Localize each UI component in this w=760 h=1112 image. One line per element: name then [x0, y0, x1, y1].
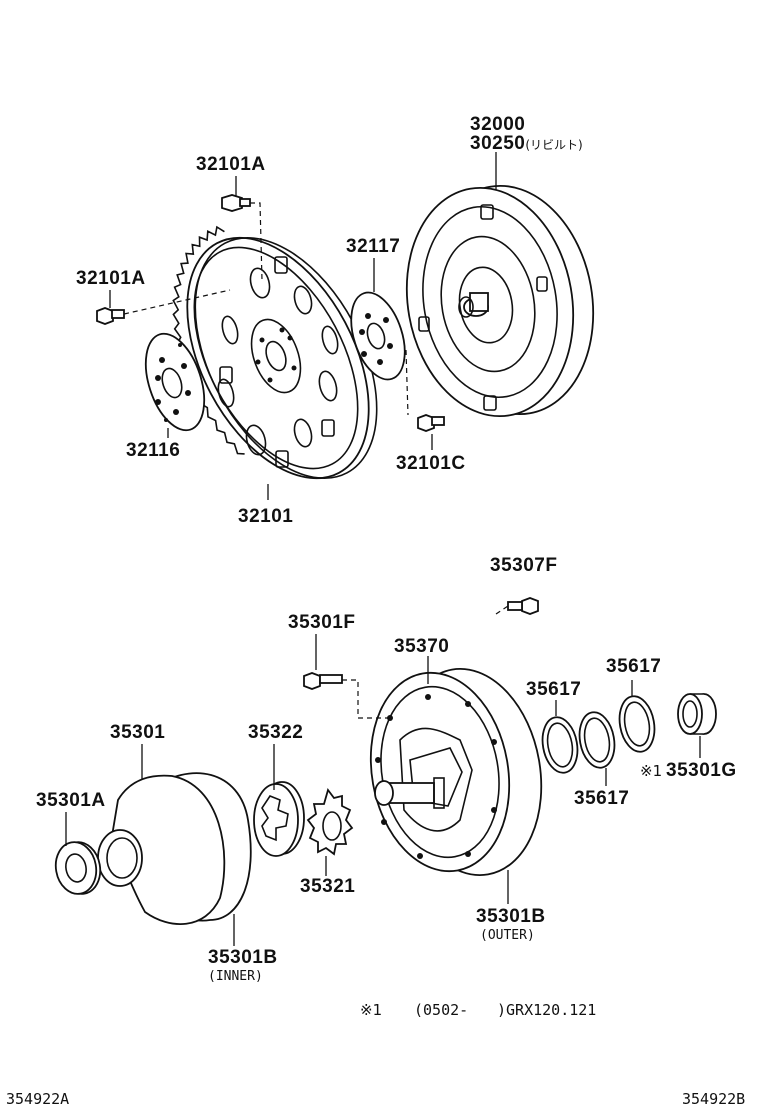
part-number-32101: 32101	[238, 506, 294, 527]
leader-lines-top	[109, 152, 497, 500]
oil-pump-body-35301	[97, 772, 252, 925]
spacer-plate-32116	[144, 332, 206, 432]
footnote-mark: ※1	[360, 1001, 383, 1019]
illustration-code-right: 354922B	[682, 1090, 746, 1108]
pump-cover-35370	[369, 667, 543, 877]
bolt-32101C	[417, 414, 445, 432]
part-number-35301B-inner: 35301B	[208, 947, 278, 968]
outer-note: (OUTER)	[480, 928, 535, 943]
seal-ring-35617-c	[618, 695, 656, 753]
bolt-32101A-top	[221, 194, 251, 212]
oil-seal-35301A	[54, 841, 102, 895]
rebuilt-note: (リビルト)	[525, 138, 583, 152]
inner-note: (INNER)	[208, 969, 263, 984]
bolt-35307F	[507, 597, 539, 615]
spacer-plate-32117	[350, 291, 406, 381]
driven-gear-35322	[253, 781, 305, 857]
part-number-35301B-outer: 35301B	[476, 906, 546, 927]
drive-gear-35321	[306, 788, 354, 856]
part-number-35617-a: 35617	[526, 679, 582, 700]
seal-ring-35617-b	[578, 711, 616, 769]
seal-ring-35617-a	[541, 716, 579, 774]
bushing-35301G	[677, 693, 717, 735]
part-number-35370: 35370	[394, 636, 450, 657]
bolt-32101A-left	[96, 307, 125, 325]
bolt-35301F	[303, 672, 343, 690]
part-number-35307F: 35307F	[490, 555, 558, 576]
part-number-30250-code: 30250	[470, 133, 526, 154]
part-number-35301G: 35301G	[666, 760, 737, 781]
part-number-35617-b: 35617	[574, 788, 630, 809]
part-number-30250: 30250(リビルト)	[470, 133, 583, 155]
part-number-35322: 35322	[248, 722, 304, 743]
footnote-range: (0502-	[414, 1001, 469, 1019]
part-number-32000: 32000	[470, 114, 526, 135]
illustration-code-left: 354922A	[6, 1090, 70, 1108]
torque-converter-32000	[405, 184, 595, 418]
part-number-32101A-left: 32101A	[76, 268, 146, 289]
leader-lines-bottom	[65, 605, 701, 946]
part-number-32101C: 32101C	[396, 453, 466, 474]
part-number-32101A-top: 32101A	[196, 154, 266, 175]
part-number-35301: 35301	[110, 722, 166, 743]
part-number-35617-c: 35617	[606, 656, 662, 677]
part-number-35301A: 35301A	[36, 790, 106, 811]
part-number-35301F: 35301F	[288, 612, 356, 633]
part-number-35321: 35321	[300, 876, 356, 897]
part-number-32116: 32116	[126, 440, 181, 461]
part-number-32117: 32117	[346, 236, 401, 257]
footnote-marker: ※1	[640, 762, 663, 780]
footnote-models: )GRX120.121	[497, 1001, 597, 1019]
